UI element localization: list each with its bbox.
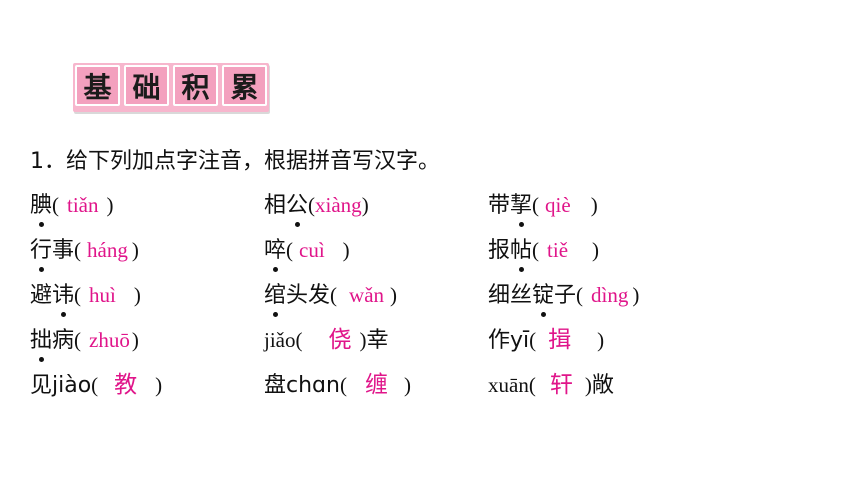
answer-pinyin: wǎn [349, 283, 385, 307]
exercise-item: 细丝锭子(dìng) [488, 280, 639, 317]
dotted-char: 绾 [264, 281, 286, 317]
answer-pinyin: zhuō [89, 328, 130, 352]
answer-pinyin: háng [87, 238, 128, 262]
dotted-char: 拙 [30, 326, 52, 362]
section-title-badge: 基 础 积 累 [73, 63, 269, 112]
answer-hanzi: 揖 [548, 327, 572, 353]
exercise-row: 腆(tiǎn) 相公(xiàng) 带挈(qiè) [0, 190, 860, 234]
exercise-item: 绾头发(wǎn) [264, 280, 397, 317]
section-title-char: 基 [75, 65, 120, 106]
section-title-char: 础 [124, 65, 169, 106]
dotted-char: 公 [286, 191, 308, 227]
exercise-item: 啐(cuì) [264, 235, 350, 272]
answer-pinyin: tiě [547, 238, 569, 262]
answer-hanzi: 轩 [549, 372, 573, 398]
exercise-row: 避讳(huì) 绾头发(wǎn) 细丝锭子(dìng) [0, 280, 860, 324]
exercise-item: 报帖(tiě) [488, 235, 599, 272]
exercise-item: 相公(xiàng) [264, 190, 369, 227]
dotted-char: 讳 [52, 281, 74, 317]
exercise-item: xuān(轩)敞 [488, 372, 614, 398]
question-text: 1．给下列加点字注音，根据拼音写汉字。 [30, 149, 440, 174]
exercise-item: 腆(tiǎn) [30, 190, 114, 227]
dotted-char: 帖 [510, 236, 532, 272]
dotted-char: 行 [30, 236, 52, 272]
answer-hanzi: 缠 [364, 372, 388, 398]
exercise-row: 拙病(zhuō) jiǎo(侥)幸 作yī(揖) [0, 325, 860, 369]
section-title-char: 累 [222, 65, 267, 106]
exercise-item: 带挈(qiè) [488, 190, 598, 227]
dotted-char: 锭 [532, 281, 554, 317]
answer-hanzi: 教 [114, 372, 138, 398]
exercise-item: 见jiào(教) [30, 372, 163, 398]
answer-pinyin: xiàng [315, 193, 362, 217]
exercise-item: 避讳(huì) [30, 280, 141, 317]
exercise-item: jiǎo(侥)幸 [264, 327, 389, 353]
answer-pinyin: dìng [591, 283, 629, 307]
exercise-item: 拙病(zhuō) [30, 325, 139, 362]
exercise-item: 盘chɑn(缠) [264, 372, 411, 398]
answer-pinyin: qiè [545, 193, 571, 217]
dotted-char: 挈 [510, 191, 532, 227]
answer-pinyin: cuì [299, 238, 325, 262]
answer-pinyin: huì [89, 283, 116, 307]
exercise-row: 见jiào(教) 盘chɑn(缠) xuān(轩)敞 [0, 370, 860, 414]
answer-pinyin: tiǎn [67, 193, 99, 217]
dotted-char: 啐 [264, 236, 286, 272]
exercise-item: 作yī(揖) [488, 327, 605, 353]
answer-hanzi: 侥 [328, 327, 352, 353]
exercise-row: 行事(háng) 啐(cuì) 报帖(tiě) [0, 235, 860, 279]
section-title-char: 积 [173, 65, 218, 106]
exercise-item: 行事(háng) [30, 235, 139, 272]
dotted-char: 腆 [30, 191, 52, 227]
